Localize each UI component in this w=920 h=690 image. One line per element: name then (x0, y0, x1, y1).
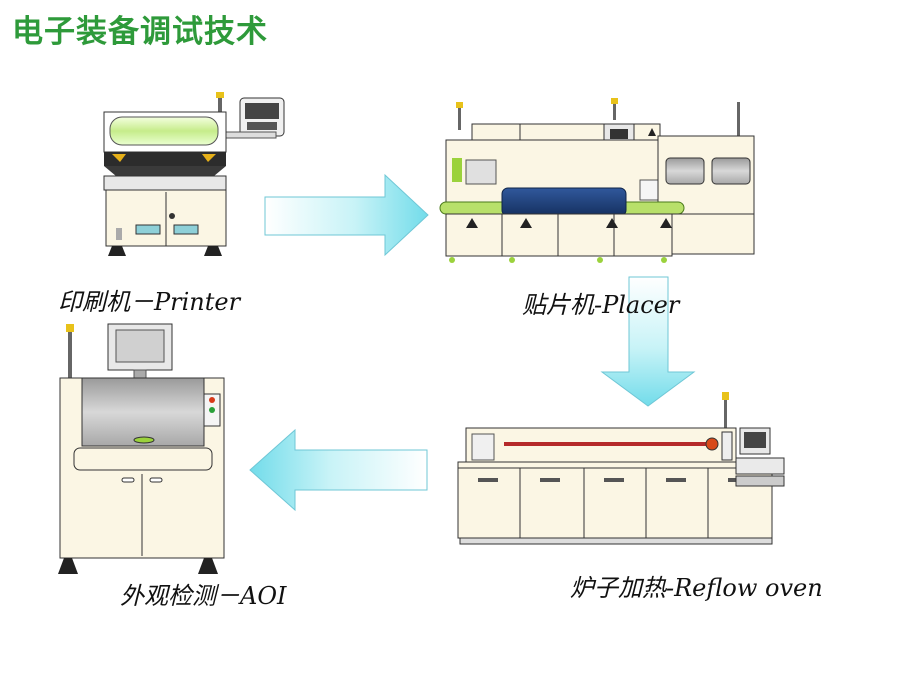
aoi-machine-icon (58, 323, 225, 574)
placer-machine-icon (439, 98, 755, 263)
reflow-label: 炉子加热-Reflow oven (570, 574, 823, 602)
aoi-label: 外观检测－AOI (120, 582, 287, 610)
arrow-down-icon (600, 276, 696, 407)
printer-machine-icon (103, 92, 285, 256)
arrow-left-icon (249, 428, 428, 512)
placer-label: 贴片机-Placer (522, 291, 680, 319)
reflow-oven-icon (457, 392, 785, 545)
page-title: 电子装备调试技术 (12, 14, 268, 50)
arrow-right-icon (264, 173, 429, 257)
printer-label: 印刷机－Printer (58, 288, 241, 316)
